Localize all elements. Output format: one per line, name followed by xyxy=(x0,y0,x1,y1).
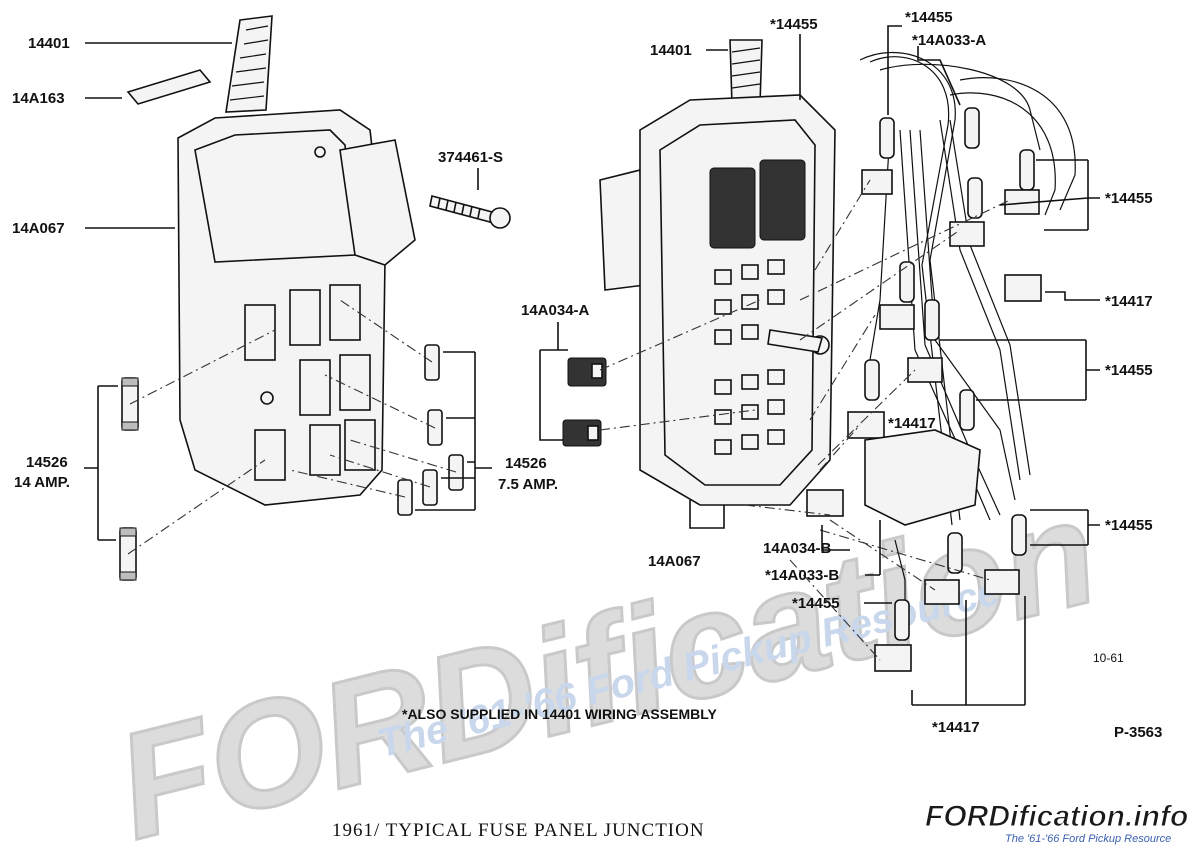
label-14amp: 14 AMP. xyxy=(14,474,70,491)
left-fuse-panel xyxy=(119,15,511,581)
terminal-sleeves xyxy=(864,107,1035,641)
footnote: *ALSO SUPPLIED IN 14401 WIRING ASSEMBLY xyxy=(402,706,717,722)
label-14526-7-5amp: 14526 xyxy=(505,455,547,472)
label-14417-bottom: *14417 xyxy=(932,719,980,736)
connector-14A034-A xyxy=(539,349,607,447)
brand-tagline: The '61-'66 Ford Pickup Resource xyxy=(1005,833,1171,845)
fuse-panel-upper-cavity xyxy=(194,129,356,263)
label-14455-b: *14455 xyxy=(1105,362,1153,379)
terminal-slots-right xyxy=(714,259,785,455)
label-14A067-left: 14A067 xyxy=(12,220,65,237)
label-14455-c: *14455 xyxy=(1105,517,1153,534)
label-14A034-B: 14A034-B xyxy=(763,540,832,557)
label-14A033-A: *14A033-A xyxy=(912,32,986,49)
leader-lines xyxy=(84,25,1100,706)
label-14455-top2: *14455 xyxy=(905,9,953,26)
mounting-flange xyxy=(599,168,646,291)
bracket-14A033-B xyxy=(864,429,981,526)
clip-14A163 xyxy=(126,69,212,105)
label-374461-S: 374461-S xyxy=(438,149,503,166)
wire-harness xyxy=(859,51,1076,600)
brand-title: FORDification.info xyxy=(925,800,1188,833)
label-14401-right: 14401 xyxy=(650,42,692,59)
fuses-7-5amp xyxy=(397,344,464,516)
clip-terminals xyxy=(806,169,1042,672)
relay-block-2 xyxy=(759,159,806,241)
watermark: FORDification The '61-'66 Ford Pickup Re… xyxy=(100,464,1114,858)
screw-374461-S xyxy=(429,195,511,229)
relay-block-1 xyxy=(709,167,756,249)
label-14A163: 14A163 xyxy=(12,90,65,107)
fuse-14amp-lower xyxy=(119,527,137,581)
fuse-panel-cover-flap xyxy=(339,139,416,266)
part-labels: 14401 14A163 14A067 374461-S 14526 14 AM… xyxy=(12,9,1153,736)
fuse-slots-left xyxy=(244,284,376,481)
label-14A034-A: 14A034-A xyxy=(521,302,590,319)
brand-mark: FORDification.info The '61-'66 Ford Pick… xyxy=(925,800,1189,846)
label-14526-14amp: 14526 xyxy=(26,454,68,471)
watermark-main: FORDification xyxy=(101,466,1112,853)
label-14417-mid: *14417 xyxy=(888,415,936,432)
label-14455-top1: *14455 xyxy=(770,16,818,33)
right-fuse-panel xyxy=(539,39,1076,672)
wire-bundle-left xyxy=(225,15,273,113)
date-code: 10-61 xyxy=(1093,651,1124,665)
figure-caption: 1961/ TYPICAL FUSE PANEL JUNCTION xyxy=(332,820,705,841)
label-14417-a: *14417 xyxy=(1105,293,1153,310)
label-7-5amp: 7.5 AMP. xyxy=(498,476,558,493)
label-14A033-B: *14A033-B xyxy=(765,567,839,584)
label-14455-d: *14455 xyxy=(792,595,840,612)
label-14455-a: *14455 xyxy=(1105,190,1153,207)
plate-number: P-3563 xyxy=(1114,724,1162,741)
label-14401-left: 14401 xyxy=(28,35,70,52)
label-14A067-right: 14A067 xyxy=(648,553,701,570)
